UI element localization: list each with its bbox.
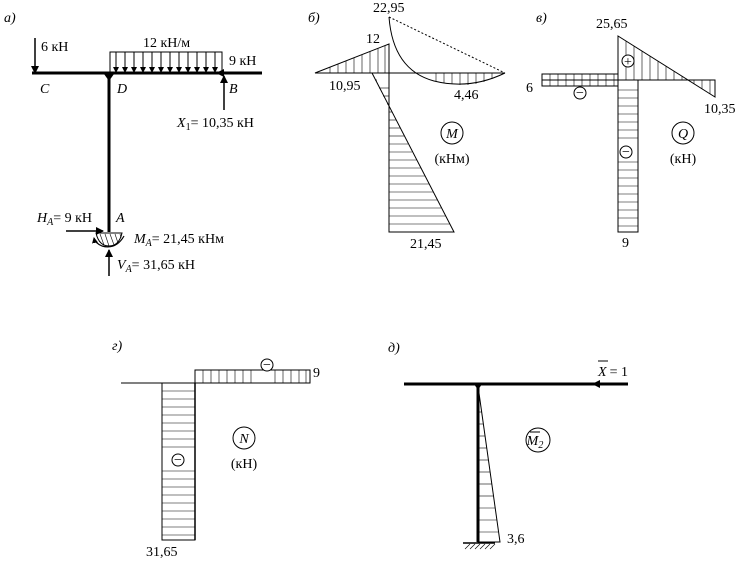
panel-a-frame-scheme: а) 6 кН 12 кН/м 9 кН C D B X1= 10,35 [4,11,262,276]
normal-column-area [161,382,196,541]
moment-parabola [388,16,506,85]
distributed-load [109,51,223,73]
moment-symbol-circle [440,121,464,145]
unit-moment-hatching [478,399,498,533]
shear-value-bottom: 9 [622,236,629,251]
shear-column-hatching [618,89,638,227]
panel-b-moment-diagram: б) [308,1,506,252]
moment-column-area [371,72,455,233]
shear-column-area [617,79,639,233]
unit-moment-value: 3,6 [507,532,525,547]
normal-symbol-circle [232,426,256,450]
distributed-load-label: 12 кН/м [143,36,190,51]
fixed-support-a-icon [95,232,123,247]
normal-minus-text-column: − [174,453,182,468]
moment-left-hatching [329,46,386,73]
shear-negative-tail [686,79,716,98]
panel-g-normal-force-diagram: г) [112,339,320,560]
shear-minus-sign-left [573,86,587,100]
moment-unit: (кНм) [434,152,469,167]
unit-force-label: X= 1 [597,365,628,380]
reaction-ha-label: HA= 9 кН [36,211,92,228]
panel-d-unit-moment-diagram: д) X= 1 [388,341,628,550]
node-b-label: B [229,82,238,97]
shear-unit: (кН) [670,152,697,167]
normal-minus-text-beam: − [263,358,271,373]
support-hatching [99,233,122,247]
moment-value-21-45: 21,45 [410,237,442,252]
moment-chord-line [388,16,506,74]
moment-value-top: 22,95 [373,1,405,16]
normal-minus-sign-column [171,453,185,467]
unit-ground-hatching [464,543,496,550]
unit-moment-area [477,385,501,543]
shear-value-top: 25,65 [596,17,628,32]
shear-value-right: 10,35 [704,102,736,117]
hinge-d-icon [104,74,114,81]
distributed-load-arrows [113,52,218,73]
moment-value-12: 12 [366,32,380,47]
normal-minus-sign-beam [260,358,274,372]
unit-symbol-circle [525,427,551,453]
panel-v-label: в) [536,11,547,26]
node-d-label: D [116,82,127,97]
node-a-label: A [115,211,125,226]
reaction-ma-label: MA= 21,45 кНм [133,232,224,249]
shear-minus-text-left: − [576,86,584,101]
panel-g-label: г) [112,339,122,354]
reaction-x1-label: X1= 10,35 кН [176,116,254,133]
reaction-ma-arrow [92,235,125,248]
shear-value-left: 6 [526,81,533,96]
moment-column-hatching [375,79,450,225]
node-c-label: C [40,82,50,97]
moment-symbol: M [445,127,459,142]
force-c-label: 6 кН [41,40,68,55]
normal-unit: (кН) [231,457,258,472]
force-b-label: 9 кН [229,54,256,69]
moment-value-10-95: 10,95 [329,79,361,94]
moment-left-area [314,43,390,74]
shear-plus-sign [621,54,635,68]
unit-symbol: M2 [526,434,544,451]
normal-value-right: 9 [313,366,320,381]
shear-left-hatching [549,74,615,86]
shear-minus-text-column: − [622,145,630,160]
normal-symbol: N [238,432,249,447]
reaction-va-label: VA= 31,65 кН [117,258,195,275]
shear-positive-area [617,35,690,81]
normal-beam-area [194,369,311,384]
shear-symbol-circle [671,121,695,145]
moment-value-4-46: 4,46 [454,88,479,103]
shear-plus-text: + [624,55,632,70]
normal-beam-hatching [202,370,307,383]
normal-column-hatching [162,390,195,536]
panel-b-label: б) [308,11,320,26]
moment-right-hatching [435,73,493,85]
shear-minus-sign-column [619,145,633,159]
panel-a-label: а) [4,11,16,26]
panel-d-label: д) [388,341,400,356]
panel-v-shear-diagram: в) [526,11,736,251]
shear-symbol: Q [678,127,688,142]
normal-value-bottom: 31,65 [146,545,178,560]
